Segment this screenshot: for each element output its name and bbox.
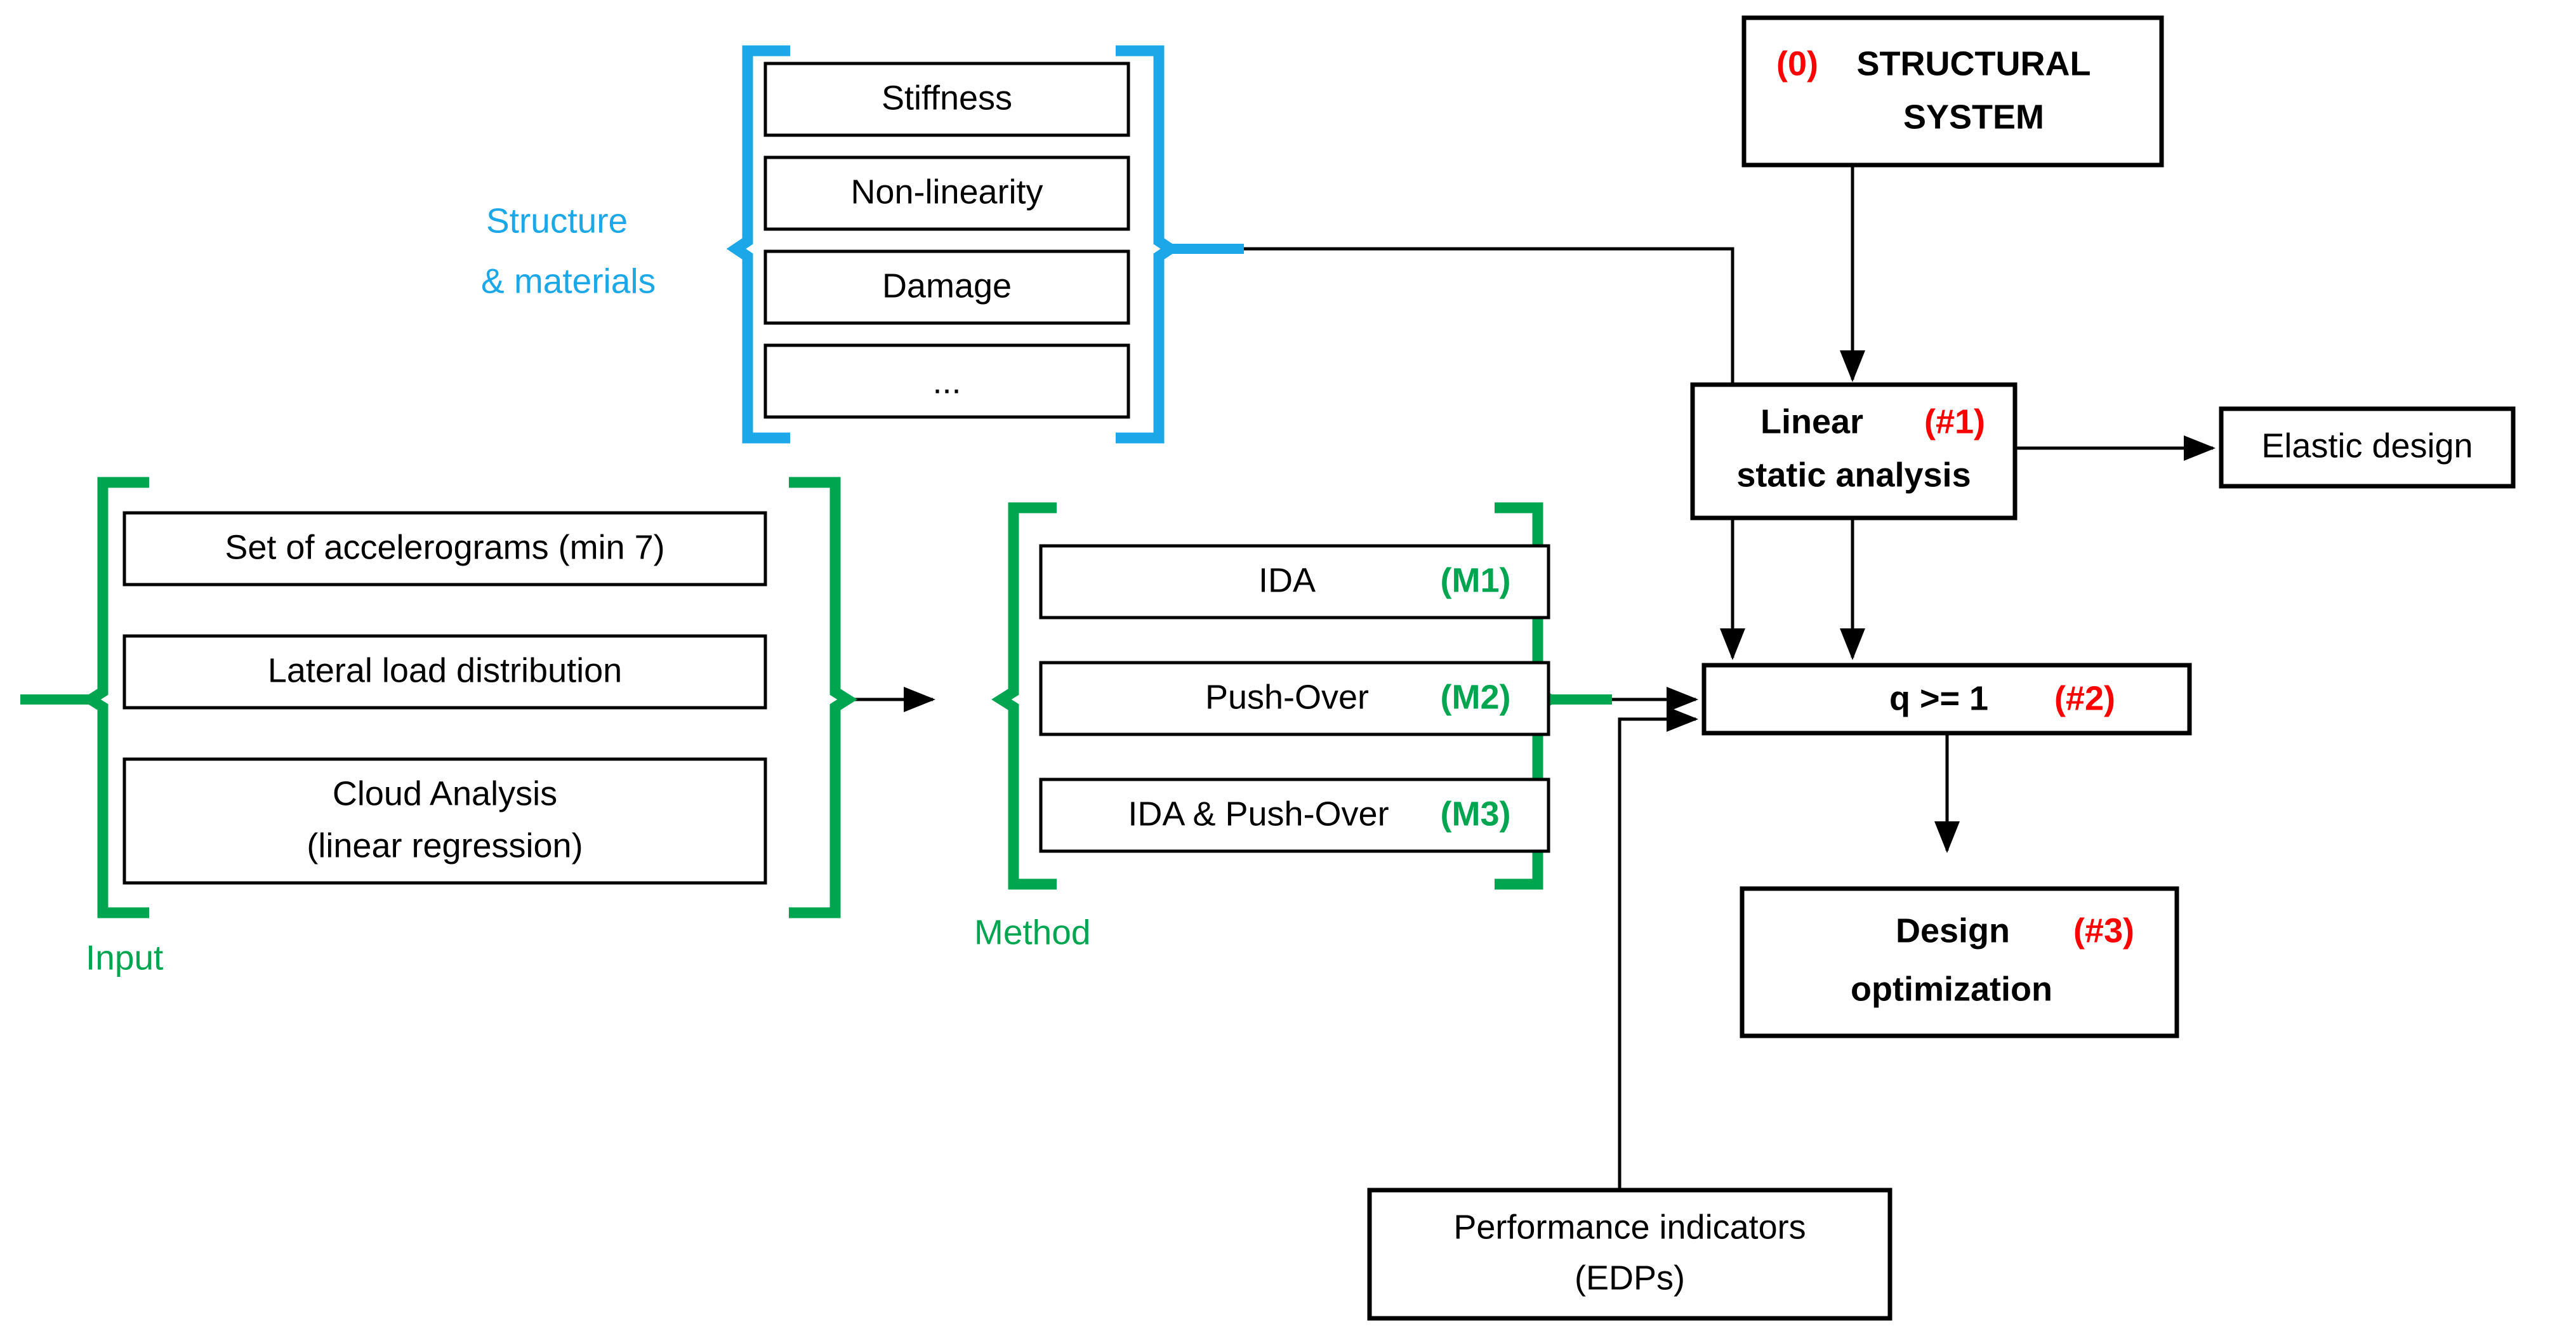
structural-system-box[interactable] [1741, 15, 2164, 168]
structural-system-line1: STRUCTURAL [1857, 44, 2091, 83]
method-item-box-2[interactable] [1039, 778, 1550, 853]
structure-item-box-0[interactable] [763, 62, 1130, 137]
input-item-label-0: Set of accelerograms (min 7) [225, 528, 664, 566]
method-item-label-2: IDA & Push-Over [1128, 795, 1389, 833]
performance-indicators-line2: (EDPs) [1575, 1259, 1685, 1297]
node-q-check[interactable]: q >= 1 (#2) [1701, 663, 2192, 736]
structure-item-label-2: Damage [882, 267, 1012, 305]
node-linear-static-analysis[interactable]: Linear (#1) static analysis [1690, 382, 2018, 520]
q-check-tag: (#2) [2054, 679, 2115, 717]
group-method: IDA (M1) Push-Over (M2) IDA & Push-Over … [974, 502, 1612, 952]
design-optimization-line1: Design [1896, 911, 2010, 950]
structure-item-box-3[interactable] [763, 343, 1130, 419]
connector-structure-to-q [1166, 247, 1745, 661]
structure-item-label-0: Stiffness [882, 79, 1012, 117]
structure-item-box-1[interactable] [763, 156, 1130, 231]
method-item-tag-0: (M1) [1441, 561, 1511, 599]
method-item-label-1: Push-Over [1205, 678, 1369, 716]
bracket-input-right [789, 477, 857, 918]
group-label-input: Input [86, 938, 163, 977]
node-elastic-design[interactable]: Elastic design [2219, 406, 2516, 489]
structure-item-label-1: Non-linearity [850, 173, 1043, 211]
design-optimization-tag: (#3) [2073, 911, 2134, 950]
elastic-design-box[interactable] [2219, 406, 2516, 489]
input-item-box-0[interactable] [122, 511, 767, 586]
bracket-method-left [991, 502, 1057, 890]
q-check-label: q >= 1 [1889, 679, 1988, 717]
linear-static-tag: (#1) [1924, 402, 1985, 440]
method-item-tag-1: (M2) [1441, 678, 1511, 716]
input-item-label-1: Lateral load distribution [268, 651, 622, 689]
input-item-box-1[interactable] [122, 634, 767, 710]
method-item-box-0[interactable] [1039, 544, 1550, 619]
connector-edp-to-q [1618, 706, 1699, 1190]
design-optimization-box[interactable] [1740, 886, 2179, 1038]
group-label-method: Method [974, 913, 1090, 952]
structure-item-label-3: ... [932, 362, 961, 401]
q-check-box[interactable] [1701, 663, 2192, 736]
group-structure-and-materials: Stiffness Non-linearity Damage ... Struc… [481, 45, 1244, 444]
bracket-structure-left [726, 45, 790, 444]
node-design-optimization[interactable]: Design (#3) optimization [1740, 886, 2179, 1038]
performance-indicators-box[interactable] [1367, 1188, 1892, 1321]
node-performance-indicators[interactable]: Performance indicators (EDPs) [1367, 1188, 1892, 1321]
structure-item-box-2[interactable] [763, 249, 1130, 325]
structural-system-line2: SYSTEM [1903, 98, 2044, 136]
linear-static-line2: static analysis [1736, 456, 1971, 494]
design-optimization-line2: optimization [1851, 970, 2052, 1008]
input-item-box-2[interactable] [122, 757, 767, 885]
method-item-box-1[interactable] [1039, 661, 1550, 736]
input-item-label-2-line2: (linear regression) [307, 826, 583, 864]
structural-system-tag: (0) [1776, 44, 1818, 83]
group-input: Set of accelerograms (min 7) Lateral loa… [20, 477, 857, 977]
elastic-design-label: Elastic design [2261, 427, 2473, 465]
linear-static-line1: Linear [1760, 402, 1863, 440]
performance-indicators-line1: Performance indicators [1453, 1208, 1806, 1246]
method-item-tag-2: (M3) [1441, 795, 1511, 833]
linear-static-box[interactable] [1690, 382, 2018, 520]
node-structural-system[interactable]: (0) STRUCTURAL SYSTEM [1741, 15, 2164, 168]
group-label-structure-line1: Structure [486, 201, 628, 241]
input-item-label-2-line1: Cloud Analysis [333, 774, 557, 812]
method-item-label-0: IDA [1258, 561, 1316, 599]
group-label-structure-line2: & materials [481, 262, 656, 301]
